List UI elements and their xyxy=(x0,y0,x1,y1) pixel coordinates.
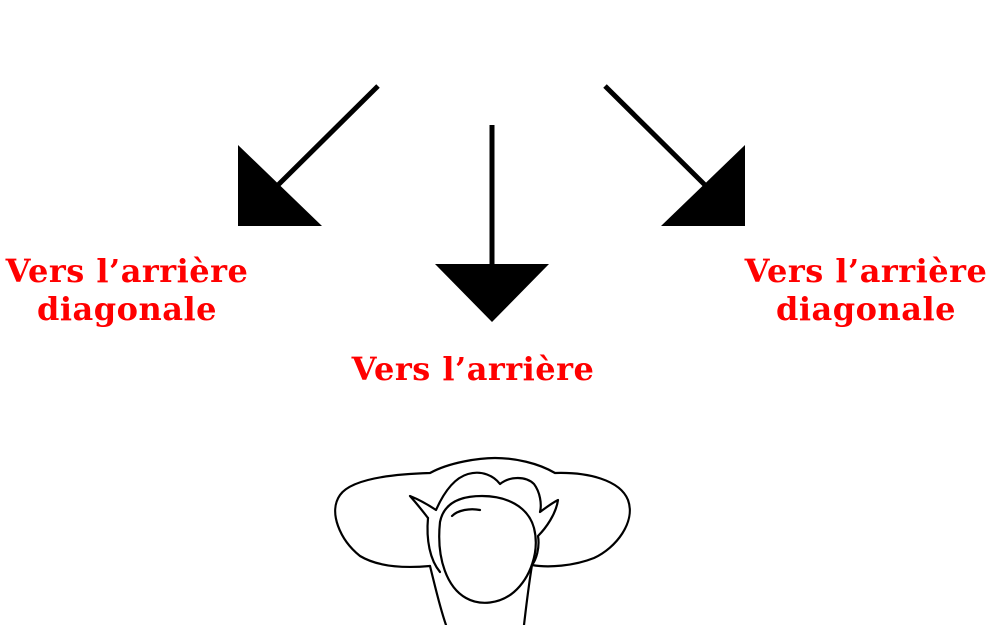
collar-outline xyxy=(408,471,560,567)
arrow-back-diagonal-left xyxy=(238,84,380,226)
label-back-center: Vers l’arrière xyxy=(348,350,598,388)
label-left-line2: diagonale xyxy=(37,290,217,328)
arrow-right-shaft xyxy=(603,84,710,190)
arrow-center-head xyxy=(435,264,549,322)
label-back-diagonal-left: Vers l’arrière diagonale xyxy=(2,252,252,328)
label-right-line2: diagonale xyxy=(776,290,956,328)
arrow-left-head xyxy=(238,145,322,226)
label-center-text: Vers l’arrière xyxy=(351,350,595,388)
head-inner-line xyxy=(450,508,482,518)
arrow-left-shaft xyxy=(273,84,380,190)
arrow-back-diagonal-right xyxy=(603,84,745,226)
arrow-back-center xyxy=(435,125,549,322)
label-left-line1: Vers l’arrière xyxy=(5,252,249,290)
person-top-view-icon xyxy=(334,456,631,625)
head-outline xyxy=(438,494,537,604)
left-fold xyxy=(426,516,442,574)
arrow-right-head xyxy=(661,145,745,226)
label-back-diagonal-right: Vers l’arrière diagonale xyxy=(742,252,990,328)
shoulders-outline xyxy=(334,456,631,569)
torso-lower-outline xyxy=(428,563,534,625)
label-right-line1: Vers l’arrière xyxy=(744,252,988,290)
